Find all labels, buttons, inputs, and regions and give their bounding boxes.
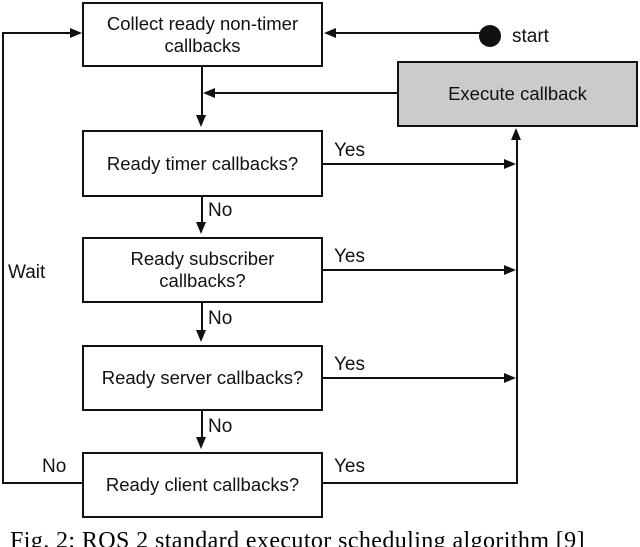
timer-yes-label: Yes xyxy=(334,140,365,161)
flow-node-collect-label: Collect ready non-timer callbacks xyxy=(106,12,299,56)
flow-node-execute: Execute callback xyxy=(397,61,638,127)
arrowhead-into-timer xyxy=(196,115,206,127)
edge-start-to-collect-line xyxy=(336,32,483,34)
edge-client-yes-line xyxy=(323,482,518,484)
arrowhead-into-collect xyxy=(70,28,82,38)
flow-node-subscriber: Ready subscriber callbacks? xyxy=(82,237,323,303)
client-no-label: No xyxy=(42,456,67,477)
flow-node-timer-label: Ready timer callbacks? xyxy=(106,152,299,174)
arrowhead-start-into-collect xyxy=(324,28,336,38)
edge-server-yes-line xyxy=(323,377,504,379)
edge-timer-no-line xyxy=(201,197,203,224)
edge-client-no-line xyxy=(2,482,82,484)
timer-no-label: No xyxy=(208,200,233,221)
wait-label: Wait xyxy=(8,262,46,283)
figure-caption: Fig. 2: ROS 2 standard executor scheduli… xyxy=(10,528,585,547)
arrowhead-subscriber-yes xyxy=(504,265,516,275)
edge-execute-return-line xyxy=(213,92,397,94)
arrowhead-into-server xyxy=(196,330,206,342)
flow-node-client: Ready client callbacks? xyxy=(82,452,323,518)
arrowhead-into-subscriber xyxy=(196,222,206,234)
arrowhead-execute-return xyxy=(203,88,215,98)
flow-node-collect: Collect ready non-timer callbacks xyxy=(82,2,323,67)
start-dot xyxy=(479,25,501,47)
subscriber-no-label: No xyxy=(208,308,233,329)
edge-collect-to-timer-line xyxy=(201,67,203,117)
flow-node-timer: Ready timer callbacks? xyxy=(82,130,323,197)
client-yes-label: Yes xyxy=(334,456,365,477)
flow-node-subscriber-label: Ready subscriber callbacks? xyxy=(130,248,275,291)
edge-wait-to-collect-line xyxy=(2,32,72,34)
flow-node-client-label: Ready client callbacks? xyxy=(105,474,300,495)
edge-wait-loop-vertical-line xyxy=(2,32,4,484)
edge-yes-collector-line xyxy=(516,139,518,484)
start-label: start xyxy=(512,26,549,47)
server-yes-label: Yes xyxy=(334,354,365,375)
flow-node-execute-label: Execute callback xyxy=(448,83,587,104)
arrowhead-timer-yes xyxy=(504,159,516,169)
edge-server-no-line xyxy=(201,411,203,439)
subscriber-yes-label: Yes xyxy=(334,246,365,267)
edge-subscriber-no-line xyxy=(201,303,203,332)
edge-timer-yes-line xyxy=(323,163,504,165)
server-no-label: No xyxy=(208,416,233,437)
arrowhead-into-client xyxy=(196,437,206,449)
arrowhead-into-execute xyxy=(511,128,521,140)
flow-node-server: Ready server callbacks? xyxy=(82,345,323,411)
edge-subscriber-yes-line xyxy=(323,269,504,271)
arrowhead-server-yes xyxy=(504,373,516,383)
flow-node-server-label: Ready server callbacks? xyxy=(101,367,304,388)
